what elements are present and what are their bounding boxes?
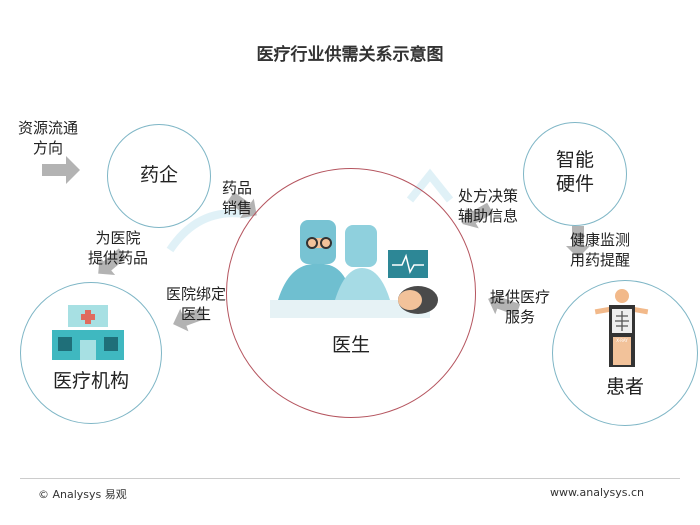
edge-drug-sales: 药品销售 [212, 178, 262, 218]
edge-text: 医院绑定 [165, 285, 226, 303]
node-patient-label: 患者 [605, 376, 644, 398]
legend-arrow-icon [42, 156, 80, 184]
edge-text: 提供药品 [87, 249, 148, 267]
edge-text: 销售 [221, 199, 252, 217]
legend-label: 资源流通 方向 [18, 118, 78, 158]
diagram-title: 医疗行业供需关系示意图 [256, 45, 444, 65]
edge-text: 用药提醒 [569, 251, 630, 269]
arrow-sales-icon [227, 192, 257, 219]
node-hardware [523, 122, 627, 226]
node-institution [20, 282, 162, 424]
node-doctor [226, 168, 476, 418]
node-doctor-label: 医生 [331, 334, 370, 356]
edge-decision-info: 处方决策辅助信息 [448, 186, 528, 226]
edge-text: 提供医疗 [489, 288, 550, 306]
edge-text: 为医院 [95, 229, 141, 247]
footer-divider [20, 478, 680, 479]
legend-line1: 资源流通 [18, 119, 79, 137]
edge-medical-service: 提供医疗服务 [480, 287, 560, 327]
arrow-monitor-icon [566, 226, 590, 258]
node-hardware-label: 智能 硬件 [523, 148, 627, 196]
edge-text: 处方决策 [457, 187, 518, 205]
edge-text: 医生 [180, 305, 211, 323]
edge-health-monitor: 健康监测用药提醒 [560, 230, 640, 270]
hardware-line2: 硬件 [555, 173, 594, 195]
footer-url[interactable]: www.analysys.cn [550, 486, 644, 499]
edge-text: 健康监测 [569, 231, 630, 249]
arrow-bind-icon [173, 307, 206, 332]
edge-bind-doctor: 医院绑定医生 [156, 284, 236, 324]
footer-copyright: © Analysys 易观 [38, 488, 127, 501]
node-pharma [107, 124, 211, 228]
edge-text: 服务 [504, 308, 535, 326]
hardware-line1: 智能 [555, 149, 594, 171]
node-institution-label: 医疗机构 [52, 370, 129, 392]
edge-text: 辅助信息 [457, 207, 518, 225]
node-pharma-label: 药企 [139, 164, 178, 186]
arrow-decision-icon [462, 202, 494, 229]
arrow-service-icon [488, 291, 521, 316]
edge-text: 药品 [221, 179, 252, 197]
arrow-supply-icon [98, 248, 127, 276]
node-patient [552, 280, 698, 426]
legend-line2: 方向 [33, 139, 64, 157]
edge-supply-drugs: 为医院提供药品 [78, 228, 158, 268]
